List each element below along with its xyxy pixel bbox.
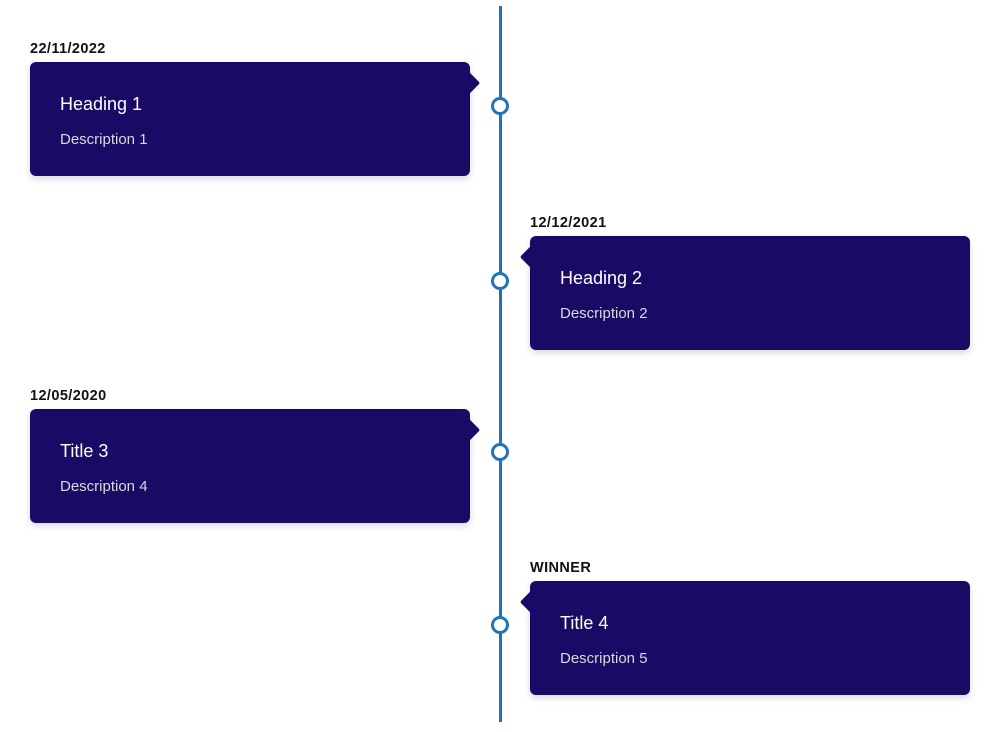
card-description: Description 4 (60, 478, 148, 495)
timeline-marker-2 (491, 272, 509, 290)
event-card: Title 4 Description 5 (519, 581, 970, 695)
timeline-item-3: 12/05/2020 Title 3 Description 4 (30, 387, 481, 523)
timeline-marker-1 (491, 97, 509, 115)
timeline-item-2: 12/12/2021 Heading 2 Description 2 (519, 214, 970, 350)
timeline-item-4: WINNER Title 4 Description 5 (519, 559, 970, 695)
card-description: Description 5 (560, 650, 648, 667)
card-description: Description 1 (60, 131, 148, 148)
timeline-line (499, 6, 502, 722)
card-heading: Heading 1 (60, 94, 143, 114)
event-card: Title 3 Description 4 (30, 409, 481, 523)
timeline-marker-4 (491, 616, 509, 634)
card-heading: Heading 2 (560, 268, 643, 288)
timeline-marker-3 (491, 443, 509, 461)
card-pointer-arrow (519, 587, 549, 617)
card-heading: Title 3 (60, 441, 109, 461)
card-description: Description 2 (560, 305, 648, 322)
card-pointer-arrow (451, 415, 481, 445)
item-date-label: WINNER (530, 560, 592, 576)
item-date-label: 22/11/2022 (30, 41, 106, 57)
card-pointer-arrow (451, 68, 481, 98)
card-pointer-arrow (519, 242, 549, 272)
item-date-label: 12/12/2021 (530, 215, 607, 231)
event-card: Heading 1 Description 1 (30, 62, 481, 176)
timeline-item-1: 22/11/2022 Heading 1 Description 1 (30, 40, 481, 176)
card-heading: Title 4 (560, 613, 609, 633)
item-date-label: 12/05/2020 (30, 388, 107, 404)
event-card: Heading 2 Description 2 (519, 236, 970, 350)
